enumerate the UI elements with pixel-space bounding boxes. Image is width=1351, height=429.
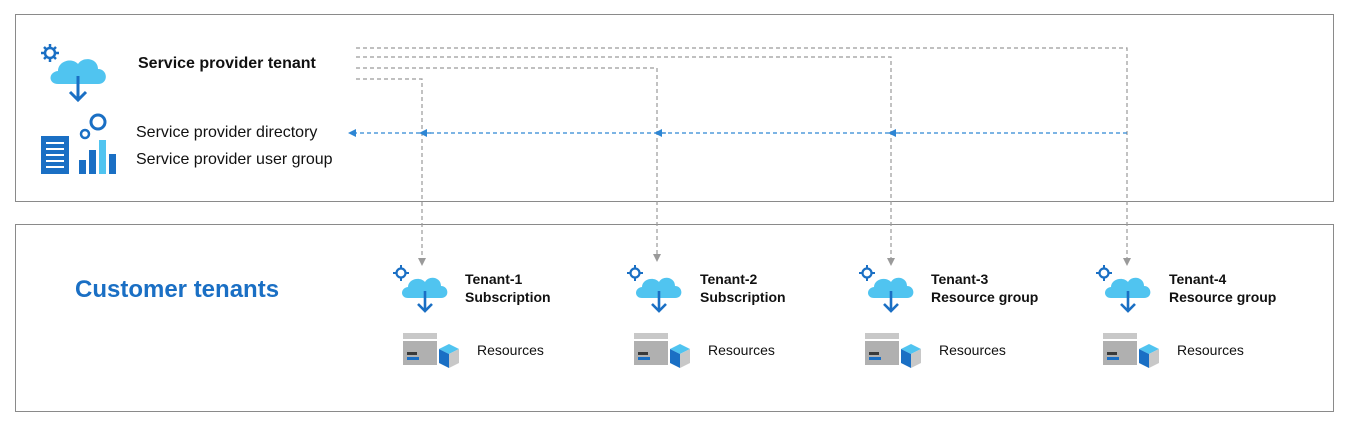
customer-tenants-title: Customer tenants xyxy=(75,276,280,303)
server-cube-icon xyxy=(865,333,921,368)
resources-label: Resources xyxy=(939,342,1006,358)
cloud-gear-download-icon xyxy=(859,265,914,313)
tenant-scope: Resource group xyxy=(1169,289,1277,305)
service-provider-user-group-label: Service provider user group xyxy=(136,151,333,168)
tenant-scope: Resource group xyxy=(931,289,1039,305)
tenant-name: Tenant-4 xyxy=(1169,271,1227,287)
customer-tenants-panel xyxy=(15,224,1334,412)
tenant-name: Tenant-3 xyxy=(931,271,989,287)
server-cube-icon xyxy=(634,333,690,368)
tenant-scope: Subscription xyxy=(465,289,551,305)
service-provider-tenant-label: Service provider tenant xyxy=(138,55,316,72)
server-cube-icon xyxy=(1103,333,1159,368)
connector-tenant-4 xyxy=(356,47,1131,266)
cloud-gear-download-icon xyxy=(627,265,682,313)
cloud-gear-download-icon xyxy=(393,265,448,313)
server-cube-icon xyxy=(403,333,459,368)
tenant-3-label: Tenant-3 Resource group xyxy=(931,270,1038,306)
tenant-scope: Subscription xyxy=(700,289,786,305)
service-provider-panel xyxy=(15,14,1334,202)
service-provider-directory-label: Service provider directory xyxy=(136,124,318,141)
connector-tenant-3 xyxy=(356,56,895,266)
tenant-1-label: Tenant-1 Subscription xyxy=(465,270,551,306)
cloud-gear-download-icon xyxy=(1096,265,1151,313)
tenant-name: Tenant-1 xyxy=(465,271,523,287)
resources-label: Resources xyxy=(708,342,775,358)
tenant-2-label: Tenant-2 Subscription xyxy=(700,270,786,306)
directory-chart-gears-icon xyxy=(41,113,116,174)
resources-label: Resources xyxy=(1177,342,1244,358)
connector-tenant-2 xyxy=(356,67,661,262)
cloud-gear-download-icon xyxy=(41,44,106,103)
connector-tenant-1 xyxy=(356,78,426,266)
tenant-4-label: Tenant-4 Resource group xyxy=(1169,270,1276,306)
resources-label: Resources xyxy=(477,342,544,358)
tenant-name: Tenant-2 xyxy=(700,271,758,287)
